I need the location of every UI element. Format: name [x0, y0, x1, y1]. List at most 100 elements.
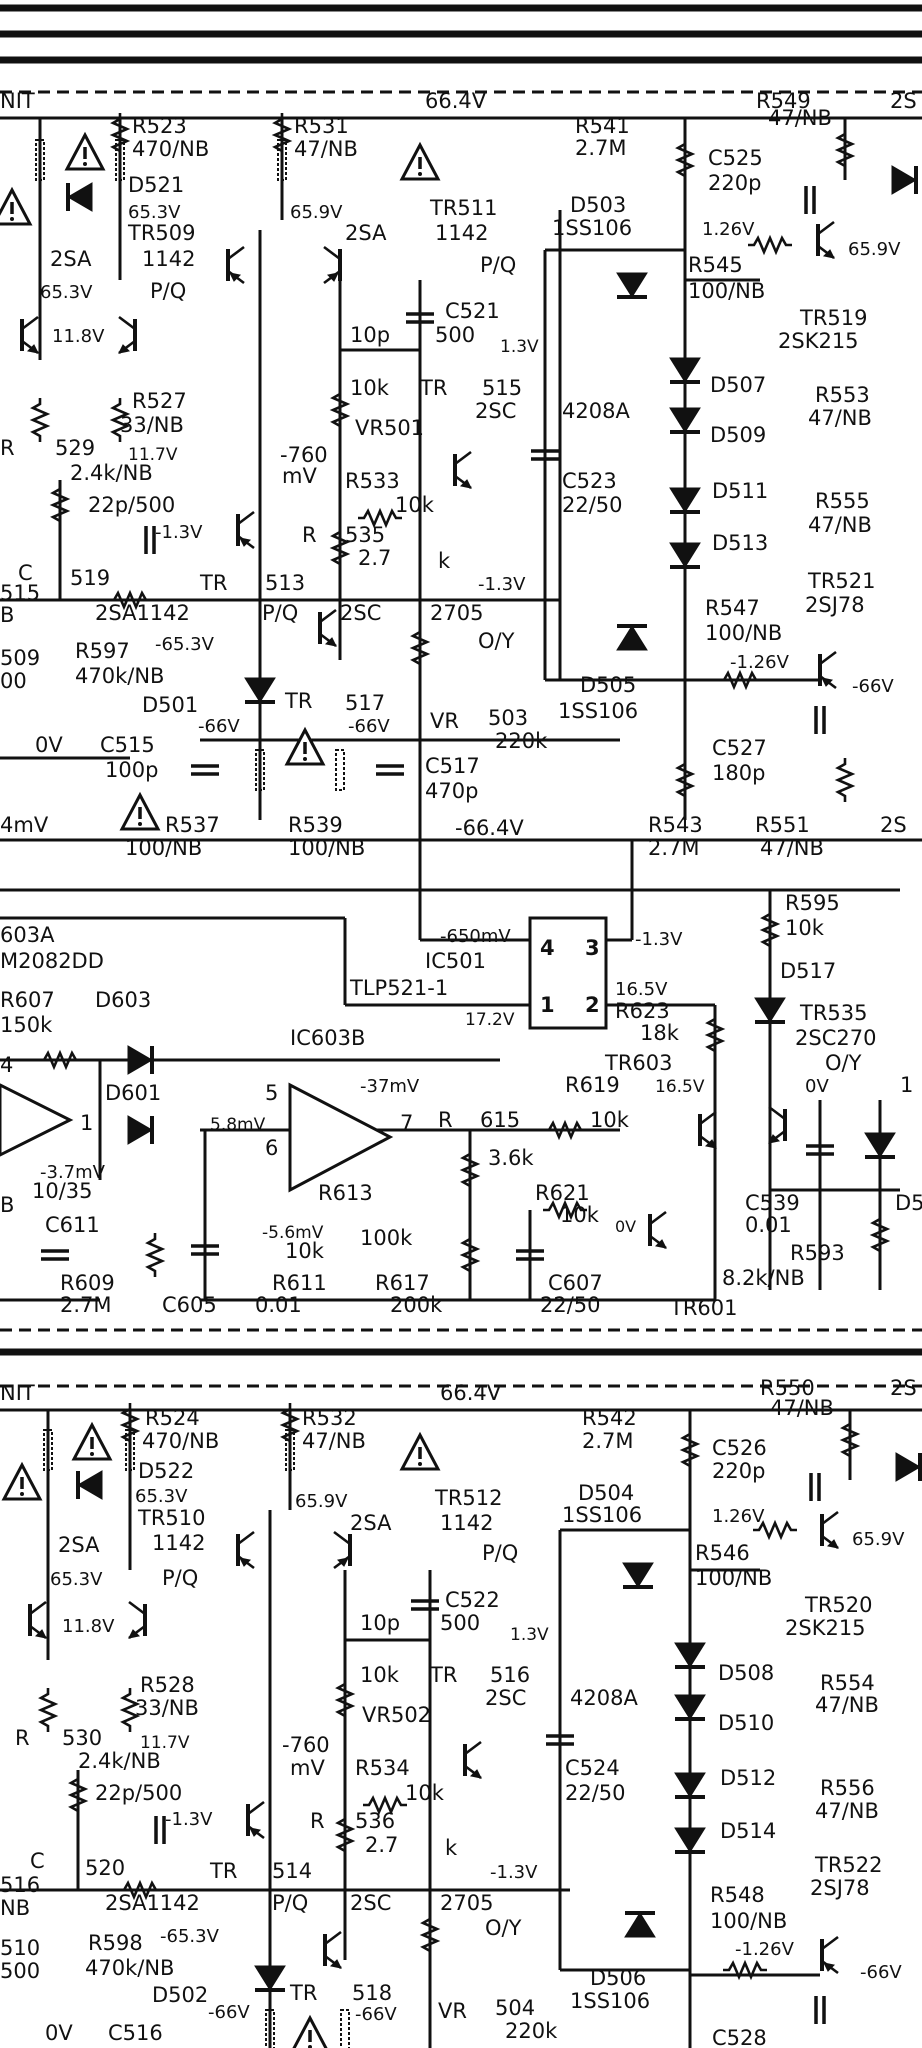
label-tr512: TR512: [434, 1486, 503, 1510]
label-r598-v: -65.3V: [160, 1926, 220, 1947]
label-2sa1142: 2SA1142: [95, 601, 190, 625]
label-r533-value: 10k: [395, 493, 435, 517]
label-c519: 519: [70, 566, 110, 590]
label-r549-value: 47/NB: [768, 106, 832, 130]
diode-d503-icon: [615, 271, 649, 299]
label-c539: C539: [745, 1191, 800, 1215]
warning-icon: [290, 2016, 330, 2048]
label-mv-unit: mV: [282, 464, 317, 488]
label-v13n: -1.3V: [635, 929, 683, 950]
label-d506-value: 1SS106: [570, 1989, 650, 2013]
label-vneg13: -1.3V: [165, 1809, 213, 1830]
transistor-tr521-icon: [818, 650, 838, 690]
label-2sa1142: 2SA1142: [105, 1891, 200, 1915]
resistor-r529-icon: [31, 396, 49, 444]
label-r524: R524: [145, 1406, 200, 1430]
label-c524: C524: [565, 1756, 620, 1780]
label-tr521: TR521: [807, 569, 876, 593]
label-vr10k: 10k: [360, 1663, 400, 1687]
label-tr519: TR519: [799, 306, 868, 330]
label-c519-c: C: [18, 561, 33, 585]
label-pq-a: P/Q: [162, 1566, 198, 1590]
label-one-c: 1: [900, 1073, 913, 1097]
label-pin7: 7: [400, 1111, 413, 1135]
transistor-icon: [28, 1600, 48, 1640]
label-v118: 11.8V: [62, 1616, 115, 1637]
capacitor-c517-icon: [374, 764, 406, 776]
label-r619: R619: [565, 1073, 620, 1097]
label-c516b-nb: NB: [0, 1896, 30, 1920]
label-v4208: 4208A: [562, 399, 630, 423]
resistor-r609-icon: [146, 1231, 164, 1279]
label-r551-value: 47/NB: [760, 836, 824, 860]
label-d522: D522: [138, 1459, 194, 1483]
transistor-tr520-icon: [820, 1510, 840, 1550]
transistor-tr601-icon: [648, 1210, 668, 1250]
label-pin4b: 4: [0, 1053, 13, 1077]
label-tr522-value: 2SJ78: [810, 1876, 870, 1900]
label-r532-value: 47/NB: [302, 1429, 366, 1453]
label-r10k: 10k: [285, 1239, 325, 1263]
label-r523: R523: [132, 114, 187, 138]
label-oy: O/Y: [485, 1916, 522, 1940]
label-2sa-a: 2SA: [58, 1533, 100, 1557]
warning-icon: [120, 793, 160, 831]
label-r595: R595: [785, 891, 840, 915]
label-mv37b: -3.7mV: [40, 1162, 106, 1183]
label-c611: C611: [45, 1213, 100, 1237]
transistor-icon: [127, 1600, 147, 1640]
label-mv760: -760: [280, 443, 328, 467]
label-c527: C527: [712, 736, 767, 760]
label-r536-k: k: [445, 1836, 458, 1860]
label-r547-value: 100/NB: [705, 621, 782, 645]
diode-d513-icon: [668, 541, 702, 569]
label-c607-value: 22/50: [540, 1293, 601, 1317]
label-pq-c: P/Q: [272, 1891, 308, 1915]
label-c526: C526: [712, 1436, 767, 1460]
label-r528-value: 33/NB: [135, 1696, 199, 1720]
label-c522: C522: [445, 1588, 500, 1612]
label-tr535: TR535: [799, 1001, 868, 1025]
label-tr521-value: 2SJ78: [805, 593, 865, 617]
label-r550: R550: [760, 1376, 815, 1400]
diode-d603-icon: [126, 1044, 154, 1076]
opamp-ic603a-icon: [0, 1083, 74, 1157]
transistor-tr516-icon: [463, 1740, 483, 1780]
label-r542: R542: [582, 1406, 637, 1430]
label-r545: R545: [688, 253, 743, 277]
label-pin2: 2: [585, 993, 600, 1017]
label-r529-num: 529: [55, 436, 95, 460]
label-r541-value: 2.7M: [575, 136, 627, 160]
transistor-tr512-icon: [332, 1530, 352, 1570]
diode-d508-icon: [673, 1641, 707, 1669]
label-v653: 65.3V: [128, 202, 181, 223]
label-r553: R553: [815, 383, 870, 407]
label-b: B: [0, 1193, 14, 1217]
label-d601: D601: [105, 1081, 161, 1105]
label-r547: R547: [705, 596, 760, 620]
top-amplifier-channel: NIT 66.4V R549 2S R523 R531 R541 47/NB 4…: [0, 4, 922, 860]
label-d509: D509: [710, 423, 766, 447]
diode-d517-icon: [753, 996, 787, 1024]
label-vneg13b: -1.3V: [490, 1862, 538, 1883]
label-r531-value: 47/NB: [294, 137, 358, 161]
label-v13: 1.3V: [500, 337, 539, 357]
label-r510: 510: [0, 1936, 40, 1960]
label-r607: R607: [0, 988, 55, 1012]
label-r528: R528: [140, 1673, 195, 1697]
label-c521-cap: 10p: [350, 323, 390, 347]
transistor-tr509-icon: [226, 245, 246, 285]
label-c525: C525: [708, 146, 763, 170]
label-c517: C517: [425, 754, 480, 778]
diode-d509-icon: [668, 406, 702, 434]
label-mv4: 4mV: [0, 813, 49, 837]
label-vneg13b: -1.3V: [478, 574, 526, 595]
label-c520: 520: [85, 1856, 125, 1880]
label-r555-value: 47/NB: [808, 513, 872, 537]
label-r527: R527: [132, 389, 187, 413]
protection-circuit: 603A -650mV 4 3 -1.3V R595 10k M2082DD I…: [0, 840, 922, 1320]
label-r609-value: 2.7M: [60, 1293, 112, 1317]
capacitor-c527-icon: [814, 704, 826, 736]
label-v653b: 65.3V: [40, 282, 93, 303]
label-r527-value: 33/NB: [120, 413, 184, 437]
